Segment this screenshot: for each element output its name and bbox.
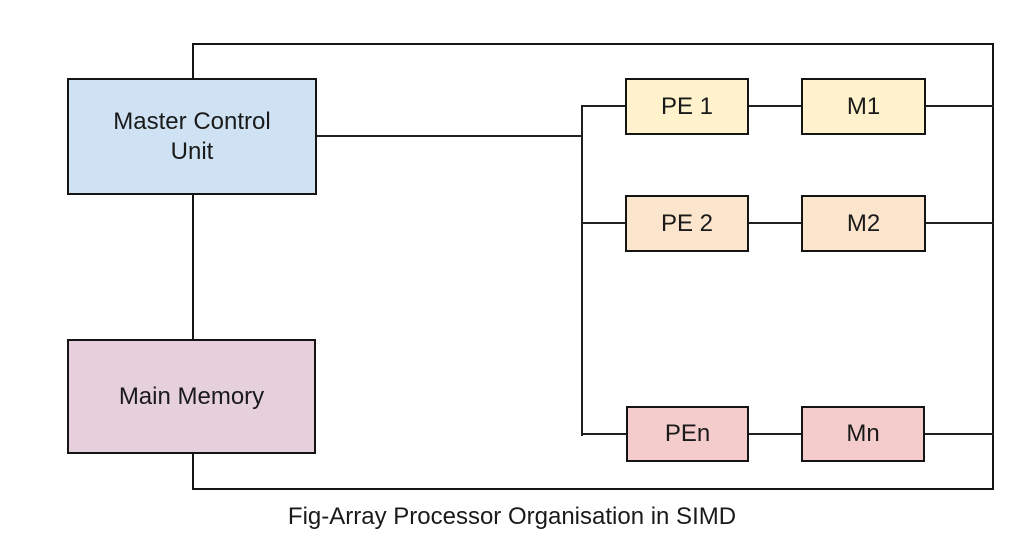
pe1-to-m1-line (748, 105, 802, 107)
mn-label: Mn (846, 420, 880, 447)
mn-to-loop-line (924, 433, 994, 435)
pen-box: PEn (626, 406, 749, 462)
bus-to-pen-line (581, 433, 628, 435)
m2-to-loop-line (924, 222, 994, 224)
mn-box: Mn (801, 406, 925, 462)
pe1-label: PE 1 (660, 92, 714, 120)
m1-to-loop-line (924, 105, 994, 107)
bus-to-pe1-line (581, 105, 627, 107)
pe1-box: PE 1 (625, 78, 749, 135)
pe-bus-vertical-line (581, 106, 583, 436)
m1-box: M1 (801, 78, 926, 135)
bus-loop-rect (192, 43, 994, 490)
figure-caption: Fig-Array Processor Organisation in SIMD (287, 503, 737, 530)
pen-to-mn-line (748, 433, 802, 435)
bus-to-pe2-line (581, 222, 627, 224)
pen-label: PEn (664, 420, 711, 447)
master-control-unit-label-line2: Unit (170, 137, 214, 165)
m2-label: M2 (846, 209, 881, 237)
pe2-box: PE 2 (625, 195, 749, 252)
pe2-label: PE 2 (660, 209, 714, 237)
pe2-to-m2-line (748, 222, 802, 224)
master-control-unit-box: Master Control Unit (67, 78, 317, 195)
mcu-to-bus-line (317, 135, 583, 137)
m2-box: M2 (801, 195, 926, 252)
main-memory-box: Main Memory (67, 339, 316, 454)
m1-label: M1 (846, 92, 881, 120)
main-memory-label: Main Memory (118, 382, 265, 410)
master-control-unit-label-line1: Master Control (113, 107, 271, 135)
